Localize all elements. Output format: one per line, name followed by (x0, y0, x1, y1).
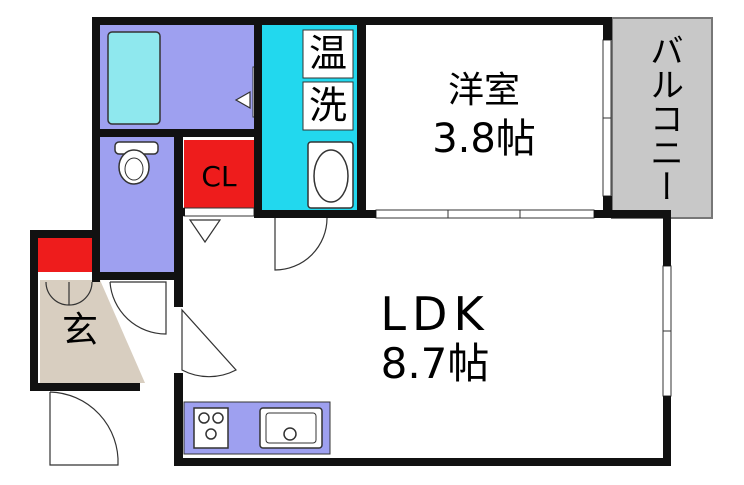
bathtub (107, 31, 161, 125)
washroom-label-box (302, 81, 354, 131)
western-room-size: 3.8帖 (432, 116, 536, 162)
entrance-floor (40, 280, 145, 383)
washroom-label: 洗 (309, 84, 347, 128)
closet-area (184, 140, 254, 210)
balcony-area (611, 17, 713, 219)
walls (30, 17, 671, 466)
toilet (114, 141, 159, 185)
front-door-swing (49, 391, 119, 466)
washing-machine (307, 141, 354, 209)
kitchen-sink (259, 407, 323, 449)
bath-label: 温 (309, 32, 347, 76)
closet-door-arrow (188, 219, 222, 244)
washroom-door-swing (274, 217, 328, 271)
bath-label-box (302, 29, 354, 79)
western-room-window (375, 209, 595, 219)
western-room-name: 洋室 (448, 70, 520, 111)
ldk-name: LDK (380, 287, 489, 341)
stove (193, 407, 229, 449)
toilet-door-swing (109, 281, 167, 335)
ldk-door-swing (181, 308, 237, 378)
entrance-storage (37, 238, 92, 272)
balcony-label: バルコニー (644, 33, 684, 203)
entrance-label: 玄 (62, 310, 98, 351)
shoe-closet-doors (45, 281, 93, 306)
bath-door-arrow (234, 90, 251, 110)
ldk-size: 8.7帖 (381, 339, 490, 388)
closet-label: CL (201, 160, 237, 193)
